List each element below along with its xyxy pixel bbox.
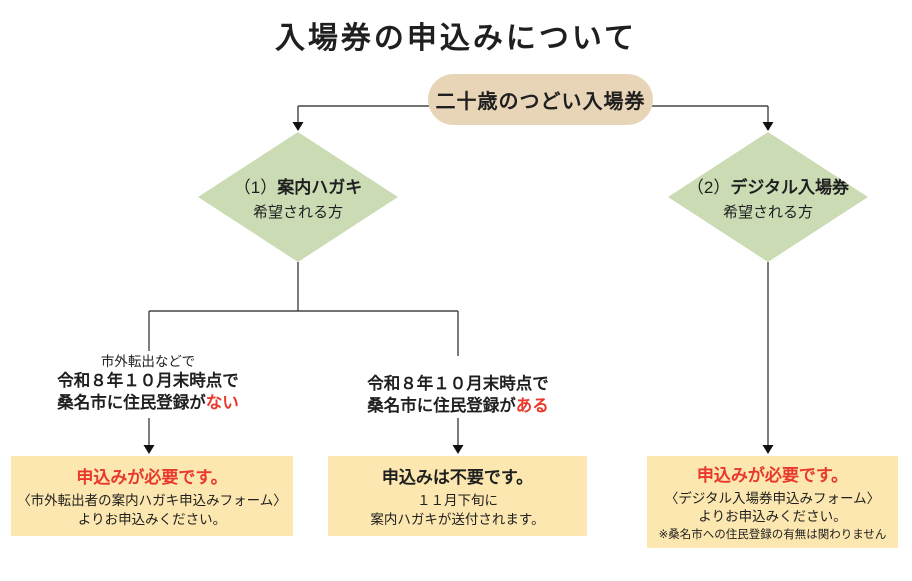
condition-registered-line2: 桑名市に住民登録がある [338,396,578,418]
root-node: 二十歳のつどい入場券 [428,74,653,125]
result-application-required-digital: 申込みが必要です。 〈デジタル入場券申込みフォーム〉 よりお申込みください。 ※… [647,456,898,548]
condition-registered-line1: 令和８年１０月末時点で [367,375,549,393]
result-no-application-needed: 申込みは不要です。 １１月下旬に 案内ハガキが送付されます。 [328,456,587,536]
result-right-heading: 申込みが必要です。 [696,465,849,485]
condition-not-registered-prefix: 桑名市に住民登録が [57,393,206,412]
decision-postcard-name: 案内ハガキ [277,177,363,197]
result-right-note: ※桑名市への住民登録の有無は関わりません [658,529,887,542]
result-right-line2: よりお申込みください。 [698,509,847,525]
condition-not-registered-line3: 桑名市に住民登録がない [28,393,268,415]
condition-not-registered: 市外転出などで 令和８年１０月末時点で 桑名市に住民登録がない [28,353,268,414]
decision-postcard-title: （1）案内ハガキ [234,173,362,198]
page-title: 入場券の申込みについて [274,22,638,55]
decision-digital-subtitle: 希望される方 [722,203,813,221]
condition-not-registered-highlight: ない [205,393,239,412]
result-left-line1: 〈市外転出者の案内ハガキ申込みフォーム〉 [17,492,287,508]
decision-digital-number: （2） [686,177,731,197]
condition-not-registered-line1: 市外転出などで [100,354,196,369]
arrowhead-left-diamond [292,122,304,131]
result-mid-line1: １１月下旬に [417,492,498,508]
result-left-line2: よりお申込みください。 [77,511,227,527]
decision-digital-title: （2）デジタル入場券 [687,173,849,198]
arrowhead-right-result [762,445,774,454]
condition-registered-highlight: ある [515,396,549,415]
result-right-line1: 〈デジタル入場券申込みフォーム〉 [664,490,881,506]
decision-postcard-subtitle: 希望される方 [252,203,343,221]
result-mid-line2: 案内ハガキが送付されます。 [370,511,545,527]
result-left-heading: 申込みが必要です。 [76,467,228,487]
result-application-required-postcard: 申込みが必要です。 〈市外転出者の案内ハガキ申込みフォーム〉 よりお申込みくださ… [11,456,293,536]
condition-not-registered-line2: 令和８年１０月末時点で [57,371,239,390]
condition-registered: 令和８年１０月末時点で 桑名市に住民登録がある [338,374,578,418]
decision-postcard-number: （1） [233,177,278,197]
arrowhead-right-diamond [762,122,774,131]
condition-registered-prefix: 桑名市に住民登録が [367,396,516,415]
arrowhead-mid-result [452,445,464,454]
result-mid-heading: 申込みは不要です。 [381,467,534,487]
arrowhead-left-result [143,445,155,454]
root-node-label: 二十歳のつどい入場券 [435,91,646,113]
decision-digital-name: デジタル入場券 [730,177,850,197]
